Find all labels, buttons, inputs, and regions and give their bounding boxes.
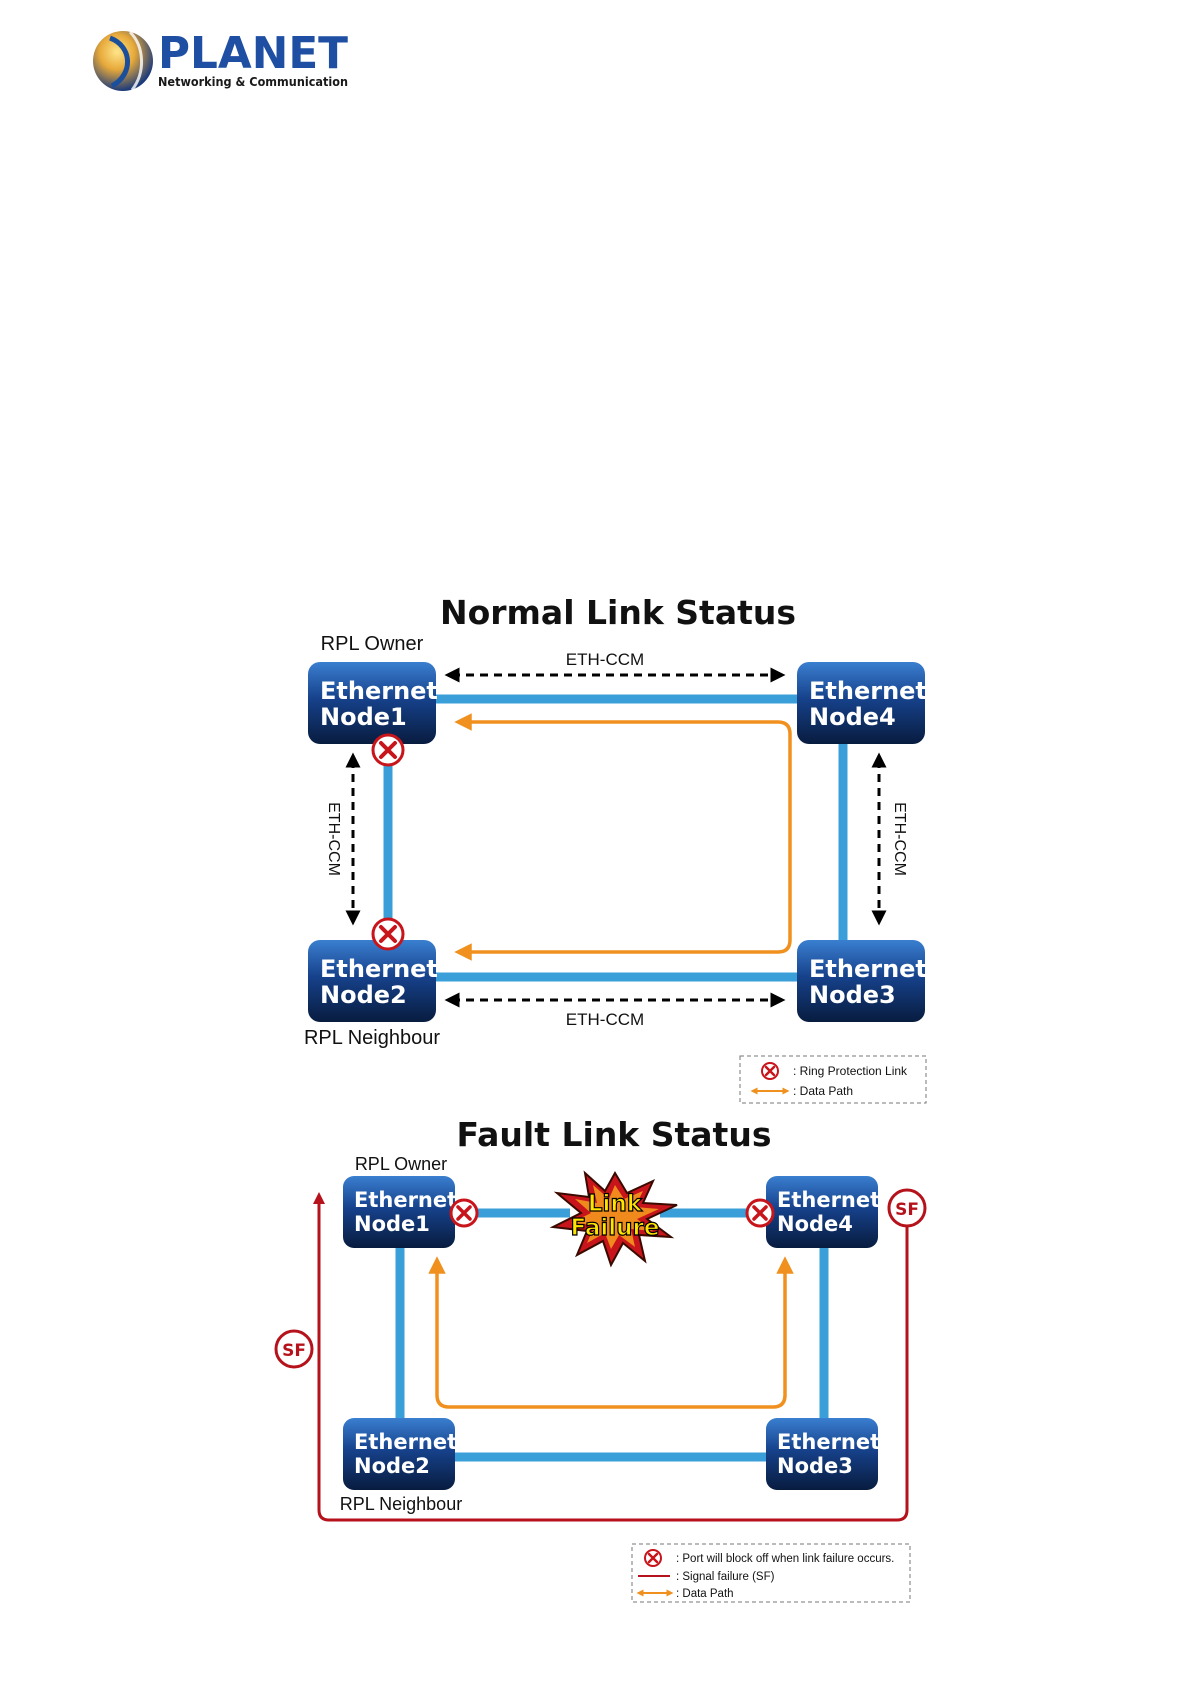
normal-node3: Ethernet Node3 [797,940,927,1022]
sf-badge-left-text: SF [282,1341,306,1361]
planet-logo: PLANET Networking & Communication [93,28,348,91]
legend-data-path: : Data Path [793,1084,853,1098]
normal-legend: : Ring Protection Link : Data Path [739,1055,927,1104]
normal-node4: Ethernet Node4 [797,662,927,744]
fault-node4-line2: Node4 [777,1212,853,1236]
normal-ccm-left-label: ETH-CCM [325,802,342,876]
fault-node3-line1: Ethernet [777,1430,880,1454]
normal-ccm-top-label: ETH-CCM [566,650,644,669]
port-block-icon [449,1198,479,1228]
fault-data-path [428,1256,794,1409]
fault-title: Fault Link Status [457,1115,772,1154]
ring-protection-legend-icon [761,1062,779,1080]
normal-node1: Ethernet Node1 [308,662,438,744]
globe-icon [93,30,153,91]
normal-node4-line1: Ethernet [809,677,927,705]
legend-fault-data-path: : Data Path [676,1588,734,1600]
fault-node2: Ethernet Node2 [343,1418,457,1490]
normal-rpl-owner-label: RPL Owner [321,633,424,655]
port-block-icon [745,1198,775,1228]
fault-node2-line1: Ethernet [354,1430,457,1454]
fault-link-status-section: Fault Link Status RPL Owner RPL Neighbou… [274,1115,927,1603]
normal-rpl-neighbour-label: RPL Neighbour [304,1027,440,1049]
normal-node3-line2: Node3 [809,981,896,1009]
fault-node4: Ethernet Node4 [766,1176,880,1248]
burst-text-line2: Failure [571,1215,660,1241]
rpl-block-icon [371,733,405,767]
normal-data-path [454,713,792,961]
fault-rpl-owner-label: RPL Owner [355,1154,447,1174]
normal-link-status-section: Normal Link Status RPL Owner RPL Neighbo… [304,593,927,1104]
sf-badge-right-text: SF [895,1200,919,1220]
normal-title: Normal Link Status [440,593,796,632]
signal-failure-path [313,1192,909,1522]
fault-node1: Ethernet Node1 [343,1176,457,1248]
fault-node3: Ethernet Node3 [766,1418,880,1490]
sf-badge-left: SF [274,1329,314,1369]
rpl-block-icon [371,917,405,951]
legend-signal-failure: : Signal failure (SF) [676,1571,775,1583]
fault-node3-line2: Node3 [777,1454,853,1478]
fault-node1-line2: Node1 [354,1212,430,1236]
normal-node4-line2: Node4 [809,703,896,731]
link-failure-burst: Link Failure [549,1170,678,1268]
normal-node2-line1: Ethernet [320,955,438,983]
brand-tagline: Networking & Communication [158,74,348,89]
normal-ccm-bottom-label: ETH-CCM [566,1010,644,1029]
fault-node2-line2: Node2 [354,1454,430,1478]
legend-port-block: : Port will block off when link failure … [676,1553,894,1565]
fault-node1-line1: Ethernet [354,1188,457,1212]
normal-node3-line1: Ethernet [809,955,927,983]
sf-badge-right: SF [887,1188,927,1228]
normal-ccm-right-label: ETH-CCM [891,802,908,876]
normal-node1-line2: Node1 [320,703,407,731]
brand-name: PLANET [158,28,348,79]
fault-legend: : Port will block off when link failure … [631,1543,911,1603]
port-block-legend-icon [644,1549,662,1567]
normal-node1-line1: Ethernet [320,677,438,705]
fault-node4-line1: Ethernet [777,1188,880,1212]
normal-node2-line2: Node2 [320,981,407,1009]
fault-rpl-neighbour-label: RPL Neighbour [340,1494,462,1514]
normal-node2: Ethernet Node2 [308,940,438,1022]
burst-text-line1: Link [588,1191,643,1217]
legend-ring-protection: : Ring Protection Link [793,1064,908,1078]
